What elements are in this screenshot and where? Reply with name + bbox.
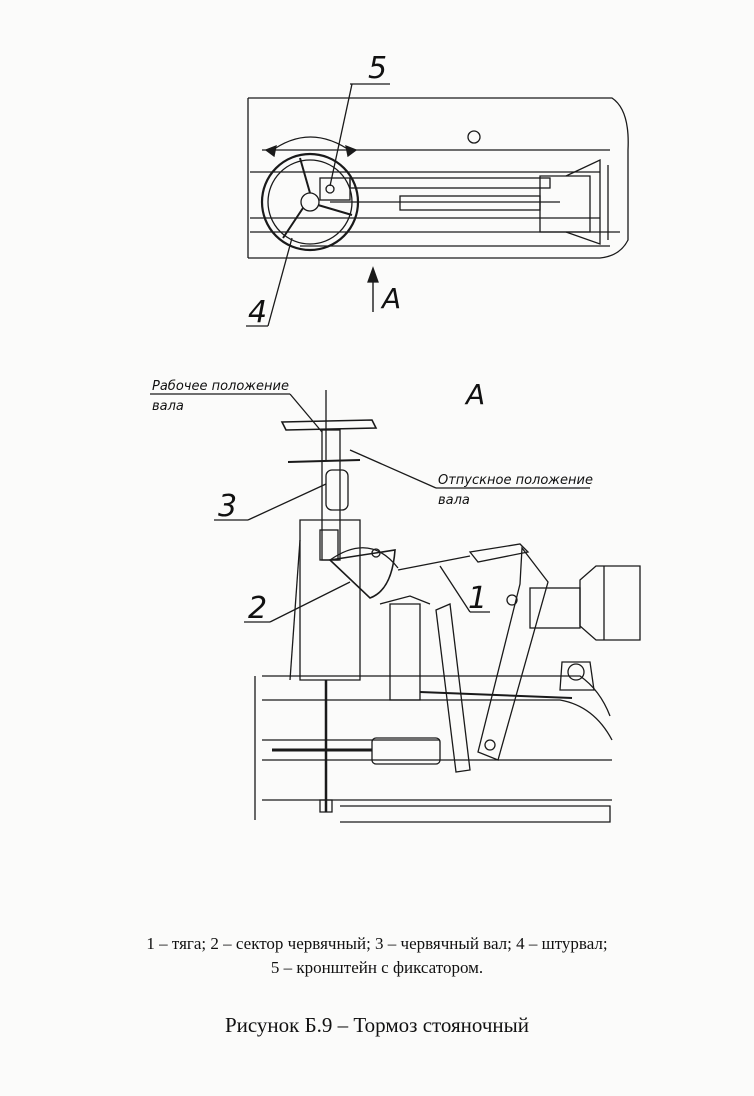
- top-view: [246, 83, 629, 327]
- callout-1: 1: [468, 581, 487, 616]
- callout-4: 4: [248, 295, 267, 330]
- callout-2: 2: [248, 591, 267, 626]
- working-position-label-2: вала: [152, 399, 184, 414]
- figure-title: Рисунок Б.9 – Тормоз стояночный: [224, 1013, 530, 1037]
- caption-line-2: 5 – кронштейн с фиксатором.: [270, 958, 484, 977]
- caption-line-1: 1 – тяга; 2 – сектор червячный; 3 – черв…: [146, 934, 608, 953]
- section-view-title: A: [464, 378, 485, 411]
- callout-5: 5: [368, 51, 387, 86]
- handwheel: [260, 152, 360, 252]
- figure-caption: 1 – тяга; 2 – сектор червячный; 3 – черв…: [60, 932, 694, 980]
- technical-drawing: 5 4 A A Рабочее положение вала Отпускное…: [150, 51, 641, 823]
- release-position-label: Отпускное положение: [438, 473, 593, 488]
- section-view: [150, 390, 641, 823]
- view-arrow-label: A: [380, 282, 401, 315]
- release-position-label-2: вала: [438, 493, 470, 508]
- working-position-label: Рабочее положение: [152, 379, 289, 394]
- callout-3: 3: [218, 489, 237, 524]
